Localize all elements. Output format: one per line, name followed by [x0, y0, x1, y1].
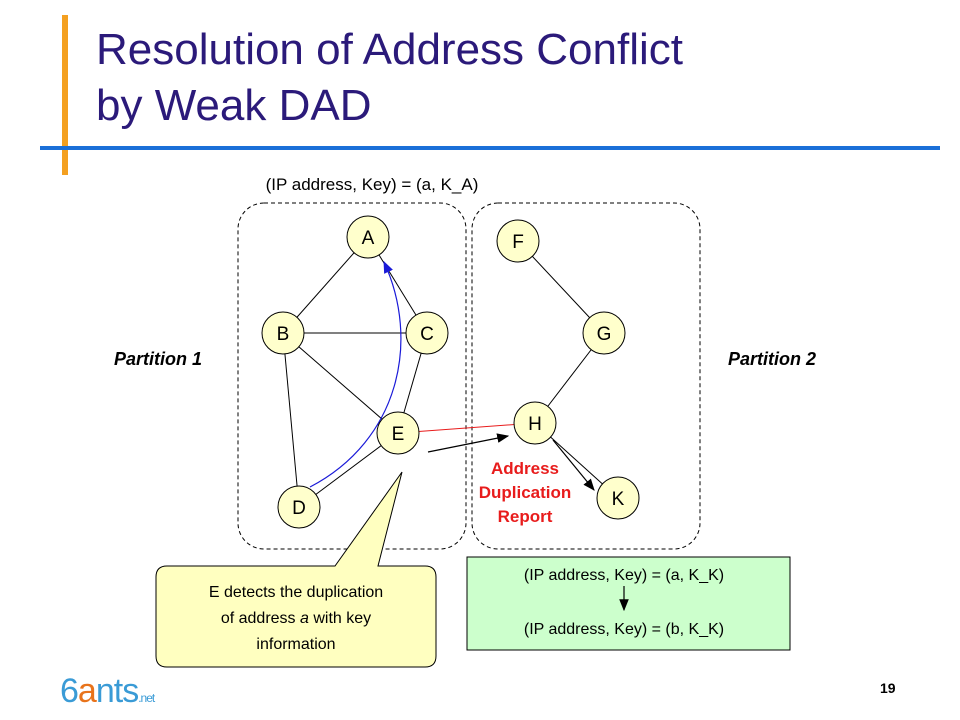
- address-duplication-report-label: Address Duplication Report: [479, 459, 572, 526]
- node-d: D: [277, 485, 321, 529]
- partition-2-label: Partition 2: [728, 349, 816, 369]
- key-change-after: (IP address, Key) = (b, K_K): [524, 621, 724, 638]
- svg-text:of address a with key: of address a with key: [221, 610, 371, 627]
- partition1-key-label: (IP address, Key) = (a, K_A): [266, 175, 479, 194]
- partition-2-boundary: [471, 202, 701, 550]
- node-f: F: [496, 219, 540, 263]
- svg-text:F: F: [512, 232, 524, 253]
- node-b: B: [261, 311, 305, 355]
- page-number: 19: [880, 680, 896, 696]
- svg-text:Duplication: Duplication: [479, 483, 572, 502]
- title-accent-bar: [62, 15, 68, 175]
- svg-text:G: G: [597, 324, 612, 345]
- key-change-before: (IP address, Key) = (a, K_K): [524, 567, 724, 584]
- link-e-h: [397, 422, 536, 434]
- callout-bubble: [155, 471, 437, 668]
- svg-text:Address: Address: [491, 459, 559, 478]
- node-h: H: [513, 401, 557, 445]
- 6ants-logo: 6ants.net: [60, 672, 155, 710]
- title-line-1: Resolution of Address Conflict: [96, 25, 683, 74]
- svg-text:information: information: [256, 636, 335, 653]
- edge-b-d: [282, 332, 300, 508]
- callout-text: E detects the duplication of address a w…: [209, 584, 383, 653]
- svg-text:E detects the duplication: E detects the duplication: [209, 584, 383, 601]
- svg-text:K: K: [612, 489, 625, 510]
- svg-text:B: B: [277, 324, 290, 345]
- svg-text:H: H: [528, 414, 542, 435]
- blue-arrow-d-to-a: [309, 260, 402, 488]
- slide-title: Resolution of Address Conflict by Weak D…: [96, 22, 936, 134]
- node-a: A: [346, 215, 390, 259]
- svg-text:A: A: [362, 228, 375, 249]
- arrow-report-to-h: [427, 433, 510, 453]
- edge-b-e: [282, 332, 399, 434]
- arrow-h-to-k: [552, 439, 595, 491]
- node-g: G: [582, 311, 626, 355]
- svg-text:Report: Report: [498, 507, 553, 526]
- node-c: C: [405, 311, 449, 355]
- svg-text:C: C: [420, 324, 434, 345]
- svg-text:E: E: [392, 424, 405, 445]
- node-e: E: [376, 411, 420, 455]
- title-line-2: by Weak DAD: [96, 81, 372, 130]
- svg-text:D: D: [292, 498, 306, 519]
- node-k: K: [596, 476, 640, 520]
- partition-1-label: Partition 1: [114, 349, 202, 369]
- title-rule: [40, 146, 940, 150]
